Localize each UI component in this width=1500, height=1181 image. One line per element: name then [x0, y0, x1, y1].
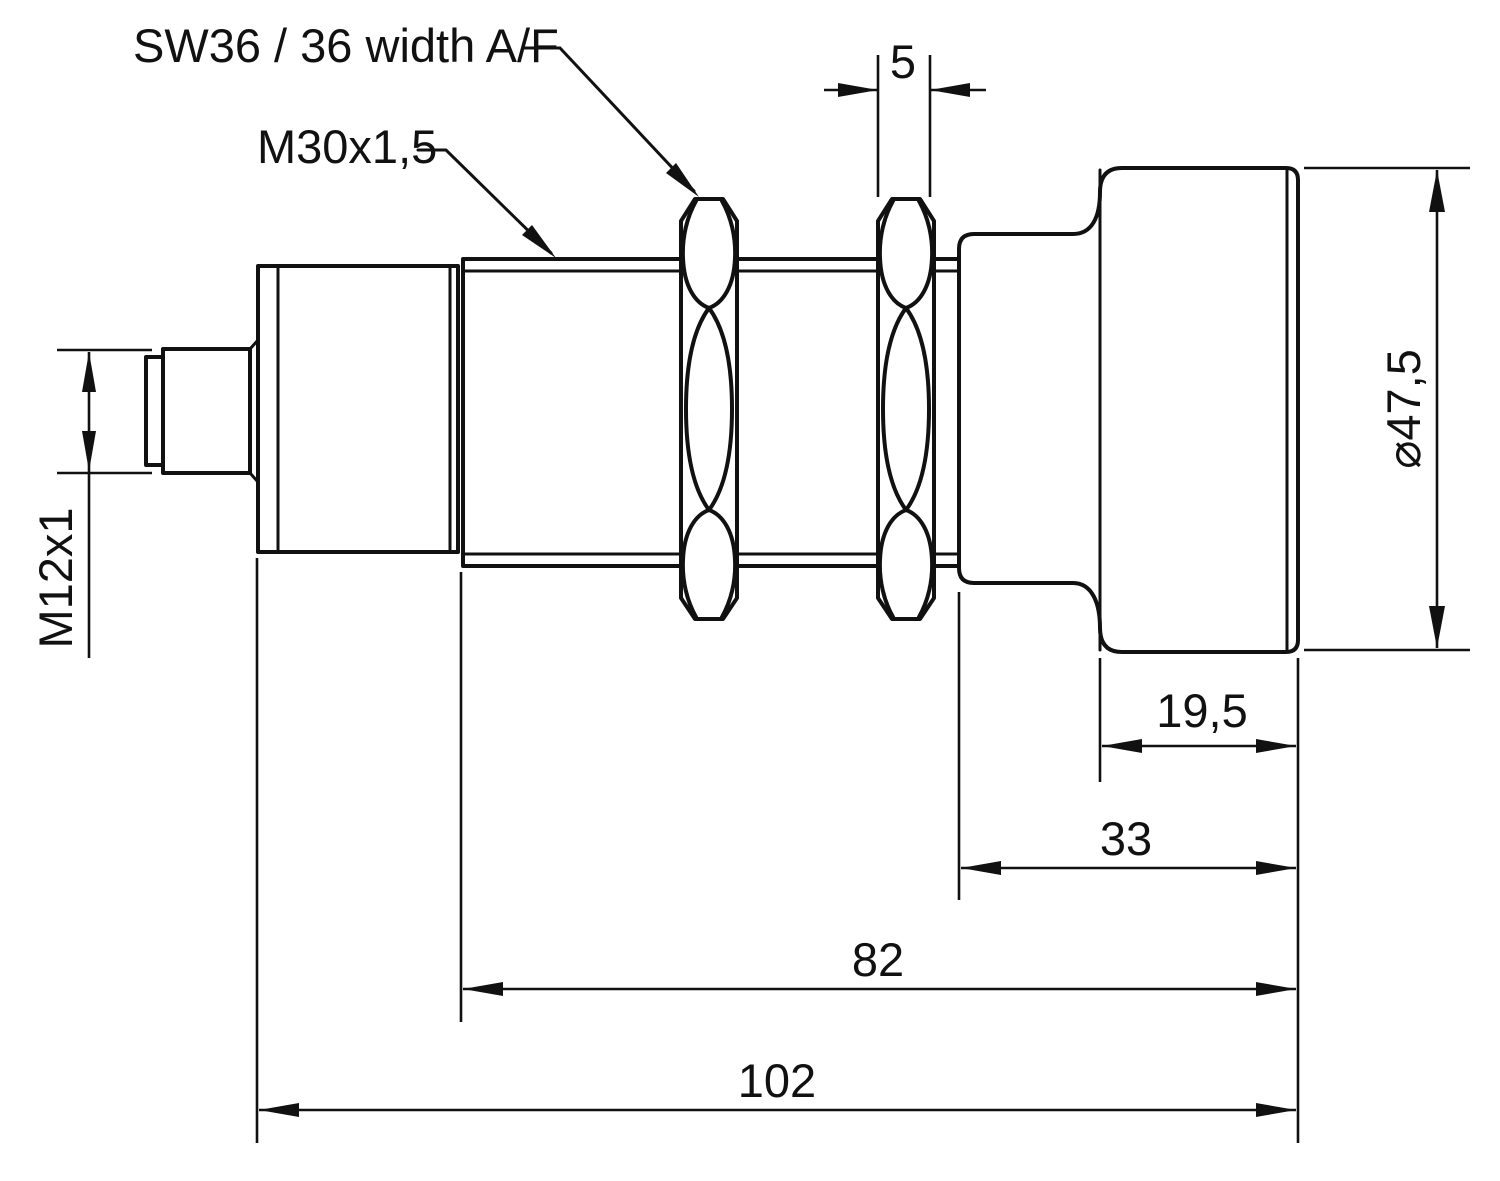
dim-m12-arrow-bottom: [82, 431, 96, 471]
hex-nut-2-outline: [876, 197, 936, 621]
connector-plug: [161, 347, 252, 475]
sensor-body: [144, 166, 1300, 654]
dim-head-length: 19,5: [1098, 658, 1296, 782]
dim-33-arrow-left: [961, 861, 1001, 875]
dim-5-arrow-right: [930, 83, 970, 97]
dim-195-arrow-left: [1102, 739, 1142, 753]
hex-nut-1-outline: [679, 197, 739, 621]
rear-cap: [256, 264, 460, 554]
hex-nut-2: [876, 197, 936, 621]
dim-m12-arrow-top: [82, 352, 96, 392]
leader-wrench-flats: SW36 / 36 width A/F: [133, 19, 699, 197]
dim-195-arrow-right: [1256, 739, 1296, 753]
dim-head-diameter: ⌀47,5: [1304, 166, 1470, 652]
dim-102-arrow-left: [259, 1103, 299, 1117]
dim-total-length: 102: [255, 558, 1296, 1143]
dim-nut-thickness: 5: [824, 35, 986, 197]
dim-33-value: 33: [1100, 812, 1152, 865]
wrench-flats-label: SW36 / 36 width A/F: [133, 19, 559, 72]
housing-thread-leader-line: [416, 148, 553, 255]
wrench-flats-arrowhead: [666, 163, 699, 197]
dim-102-value: 102: [738, 1054, 816, 1107]
dim-connector-thread: M12x1: [29, 348, 152, 658]
wrench-flats-leader-line: [521, 46, 696, 193]
housing-thread-arrowhead: [522, 225, 556, 258]
dim-dia-value: ⌀47,5: [1377, 349, 1430, 469]
dim-dia-arrow-top: [1429, 170, 1445, 212]
dim-82-value: 82: [852, 933, 904, 986]
dim-thread-section: 82: [459, 572, 1296, 1022]
dim-195-value: 19,5: [1156, 684, 1247, 737]
dim-5-value: 5: [890, 35, 916, 88]
dim-33-arrow-right: [1256, 861, 1296, 875]
sensor-head-outline: [957, 166, 1300, 654]
hex-nut-1: [679, 197, 739, 621]
dim-82-arrow-right: [1256, 982, 1296, 996]
dim-head-section: 33: [957, 592, 1296, 900]
dim-m12-value: M12x1: [29, 507, 82, 648]
hex-nut-2-facet-bottom: [877, 508, 935, 619]
leader-housing-thread: M30x1,5: [257, 120, 556, 258]
hex-nut-1-facet-bottom: [680, 508, 738, 619]
dim-dia-arrow-bottom: [1429, 606, 1445, 648]
dim-102-arrow-right: [1256, 1103, 1296, 1117]
housing-thread-label: M30x1,5: [257, 120, 437, 173]
dim-82-arrow-left: [463, 982, 503, 996]
dim-5-arrow-left: [838, 83, 878, 97]
